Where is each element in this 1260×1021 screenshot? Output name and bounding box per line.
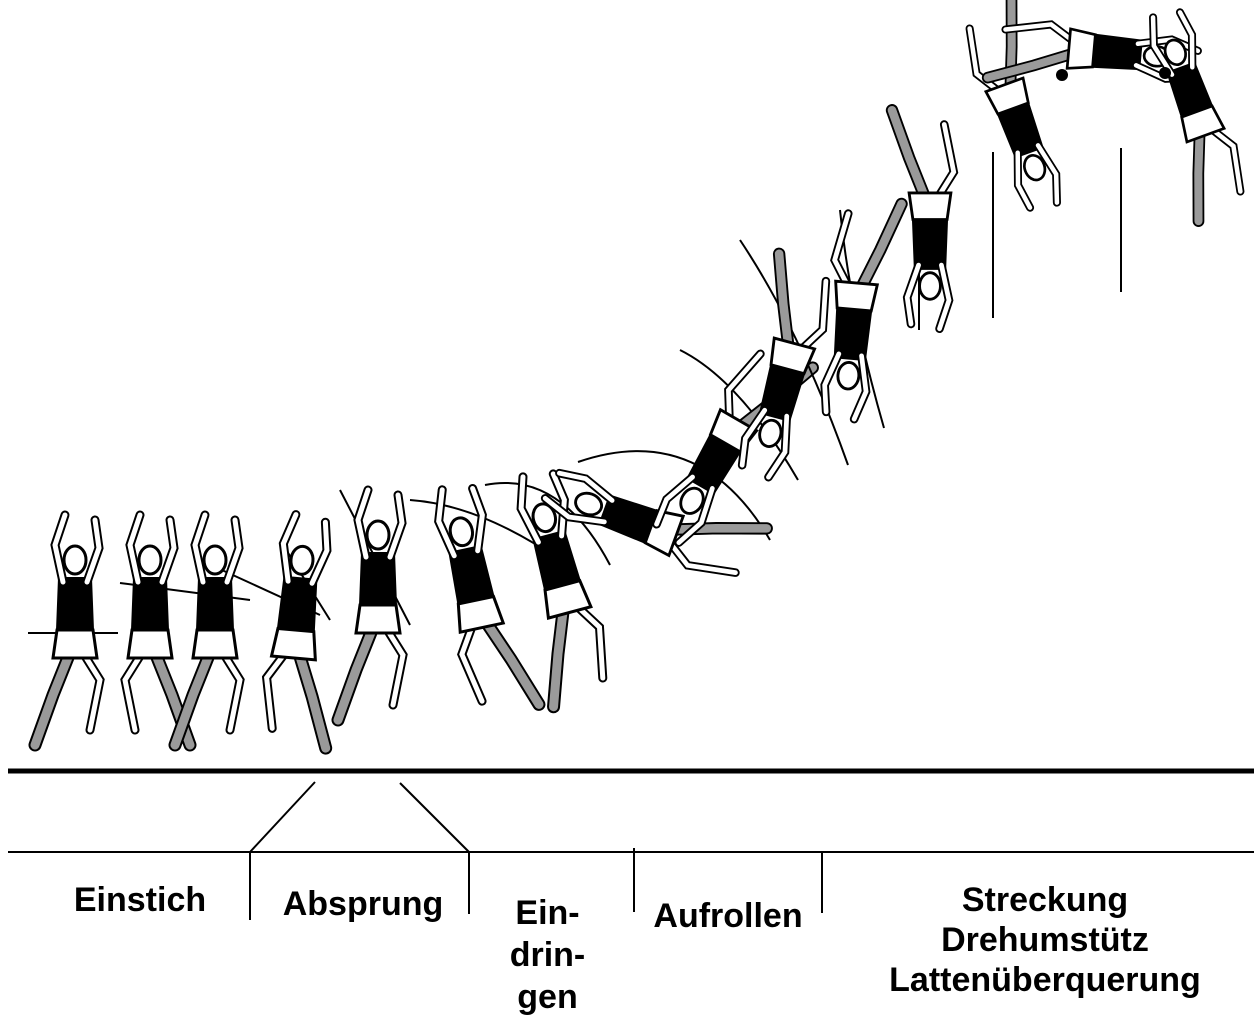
- athlete-sequence: [28, 0, 1253, 748]
- athlete-figure: [892, 110, 954, 329]
- phase-label-streckung-line1: Streckung: [880, 880, 1210, 920]
- athlete-figure: [125, 515, 190, 745]
- phase-label-streckung: Streckung Drehumstütz Lattenüberquerung: [880, 880, 1210, 1000]
- absprung-bracket-left: [250, 782, 315, 852]
- athlete-head: [290, 545, 314, 575]
- athlete-figure: [338, 490, 403, 720]
- athlete-figure: [35, 515, 100, 745]
- athlete-figure: [261, 513, 346, 748]
- athlete-head: [367, 521, 389, 549]
- phase-label-eindringen-line1: Ein-: [500, 892, 595, 934]
- athlete-head: [920, 273, 941, 300]
- athlete-figure: [821, 199, 902, 422]
- phase-label-eindringen: Ein- drin- gen: [500, 892, 595, 1018]
- athlete-head: [64, 546, 86, 574]
- crossbar-marker: [1056, 69, 1068, 81]
- athlete-head: [837, 362, 860, 390]
- phase-label-einstich: Einstich: [55, 880, 225, 920]
- athlete-head: [204, 546, 226, 574]
- phase-label-absprung: Absprung: [268, 884, 458, 924]
- athlete-head: [139, 546, 161, 574]
- phase-label-streckung-line2: Drehumstütz: [880, 920, 1210, 960]
- phase-label-eindringen-line2: drin-: [500, 934, 595, 976]
- phase-label-aufrollen: Aufrollen: [643, 896, 813, 936]
- crossbar-marker: [1159, 67, 1171, 79]
- phase-label-eindringen-line3: gen: [500, 976, 595, 1018]
- phase-label-streckung-line3: Lattenüberquerung: [880, 960, 1210, 1000]
- athlete-figure: [175, 515, 240, 745]
- absprung-bracket-right: [400, 783, 469, 852]
